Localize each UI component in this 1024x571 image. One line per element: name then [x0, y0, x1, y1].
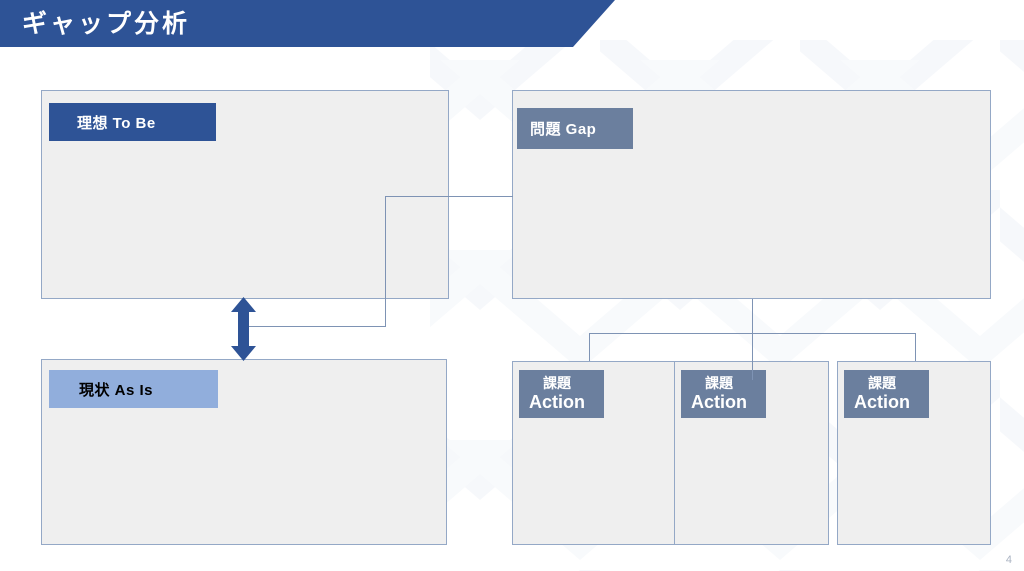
connector-drop-action-2 — [752, 333, 753, 380]
panel-header-gap: 問題 Gap — [517, 108, 633, 149]
gap-double-arrow-icon — [231, 297, 256, 361]
page-title: ギャップ分析 — [22, 10, 191, 38]
panel-header-action-1-jp: 課題 — [543, 375, 571, 391]
panel-header-as-is: 現状 As Is — [49, 370, 218, 408]
panel-header-to-be-label: 理想 To Be — [77, 114, 156, 132]
panel-header-action-1: 課題 Action — [519, 370, 604, 418]
panel-header-action-3-jp: 課題 — [868, 375, 896, 391]
connector-riser — [385, 196, 386, 327]
connector-drop-action-3 — [915, 333, 916, 361]
panel-header-action-2-en: Action — [691, 392, 747, 412]
page-number: 4 — [1005, 554, 1012, 566]
panel-header-action-1-en: Action — [529, 392, 585, 412]
panel-header-as-is-label: 現状 As Is — [79, 381, 154, 399]
panel-header-action-3: 課題 Action — [844, 370, 929, 418]
connector-riser-to-gap — [385, 196, 513, 197]
panel-header-action-2-jp: 課題 — [705, 375, 733, 391]
panel-header-gap-label: 問題 Gap — [530, 121, 597, 138]
title-banner — [0, 0, 615, 47]
connector-drop-action-1 — [589, 333, 590, 361]
connector-arrow-to-riser — [243, 326, 386, 327]
panel-header-action-3-en: Action — [854, 392, 910, 412]
panel-header-action-2: 課題 Action — [681, 370, 766, 418]
connector-gap-stem — [752, 299, 753, 334]
panel-header-to-be: 理想 To Be — [49, 103, 216, 141]
